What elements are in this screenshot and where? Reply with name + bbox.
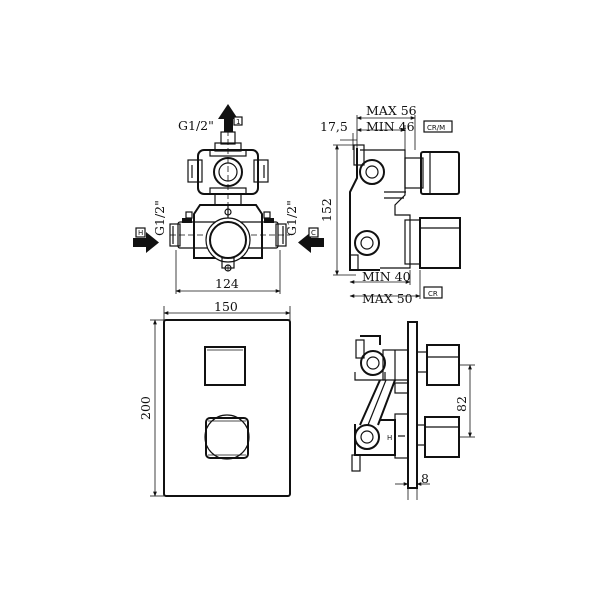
- hot-tag-box: [135, 227, 146, 238]
- dim-max-56: MAX 56: [366, 103, 417, 118]
- outlet-arrow-icon: [218, 104, 238, 132]
- valve-body-front-view: 1 G1/2": [133, 104, 324, 294]
- outlet-tag: 1: [236, 118, 240, 126]
- hot-tag: H: [138, 229, 143, 237]
- dim-8: 8: [421, 471, 429, 486]
- dim-82: 82: [454, 396, 469, 412]
- cold-inlet-arrow-icon: [298, 232, 324, 253]
- dim-min-40: MIN 40: [362, 269, 411, 284]
- svg-text:H: H: [387, 434, 392, 442]
- finish-cr: CR: [428, 290, 438, 298]
- dim-17-5: 17,5: [320, 119, 348, 134]
- right-thread-label: G1/2": [284, 200, 299, 236]
- left-thread-label: G1/2": [152, 200, 167, 236]
- top-thread-label: G1/2": [178, 118, 214, 133]
- outlet-tag-box: [233, 116, 243, 126]
- cold-tag: C: [311, 229, 316, 237]
- valve-body-side-view: MAX 56 MIN 46 CR/M 17,5 152: [319, 103, 461, 306]
- cold-tag-box: [308, 227, 319, 238]
- dim-150: 150: [214, 299, 238, 314]
- dim-152: 152: [319, 198, 334, 222]
- dim-124: 124: [215, 276, 239, 291]
- face-plate-front-view: 150 200: [138, 299, 291, 497]
- finish-crm-box: [423, 120, 453, 133]
- finish-cr-box: [423, 286, 443, 299]
- dim-200: 200: [138, 396, 153, 420]
- dim-max-50: MAX 50: [362, 291, 413, 306]
- face-plate-side-view: H 82 8: [351, 321, 475, 500]
- finish-crm: CR/M: [427, 124, 445, 132]
- dim-min-46: MIN 46: [366, 119, 415, 134]
- hot-inlet-arrow-icon: [133, 232, 159, 253]
